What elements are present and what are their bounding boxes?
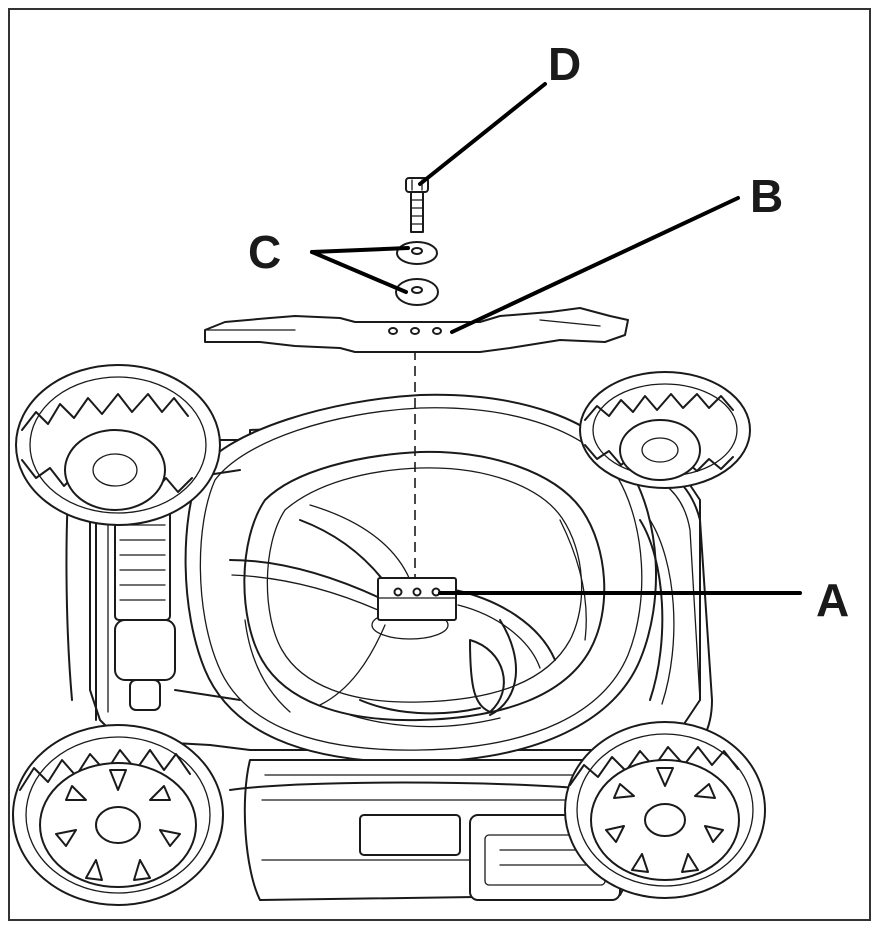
cutting-blade	[204, 307, 629, 353]
leader-b	[450, 196, 740, 334]
blade-adapter	[377, 577, 457, 621]
leader-d	[418, 82, 547, 186]
leader-c-upper	[310, 246, 410, 254]
wheel-front-right	[579, 371, 751, 489]
callout-c: C	[248, 226, 281, 278]
wheel-rear-right	[564, 721, 766, 899]
leader-c-lower	[310, 250, 408, 294]
callout-b: B	[750, 170, 783, 222]
callout-d: D	[548, 38, 581, 90]
callout-a: A	[816, 574, 849, 626]
wheel-front-left	[15, 364, 221, 526]
wheel-rear-left	[12, 724, 224, 906]
